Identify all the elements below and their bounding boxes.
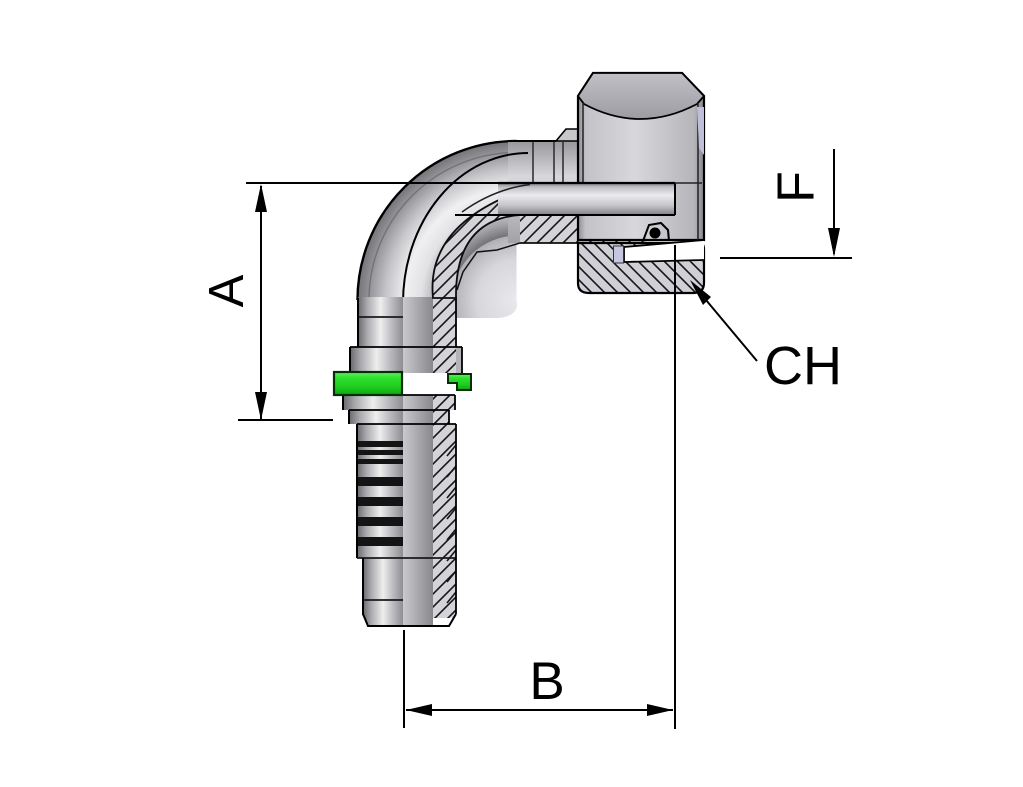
stem-shank <box>358 297 403 347</box>
step-lower-bore <box>403 410 433 424</box>
dim-a-arrow-down <box>255 392 267 420</box>
hub-step-lines <box>532 142 564 182</box>
stem-left-profile <box>342 298 364 615</box>
ch-leader-line <box>705 299 758 362</box>
step-upper-section <box>433 395 455 410</box>
hose-barb-stem <box>332 297 472 627</box>
barb-ridge <box>357 450 403 455</box>
protective-band-green <box>332 370 472 397</box>
pilot-tube-body <box>498 183 675 215</box>
dim-b-arrow-left <box>406 704 432 716</box>
barb-ridge <box>357 459 403 464</box>
collar-section <box>433 347 456 373</box>
dim-label-b: B <box>529 652 564 711</box>
dim-label-ch: CH <box>764 336 842 396</box>
barb-section-teeth <box>446 444 457 604</box>
barb-ridges <box>357 441 403 546</box>
dim-f-arrow-down <box>828 228 840 257</box>
dimension-b: B <box>403 245 676 729</box>
barb-bore <box>403 424 433 626</box>
dim-a-arrow-up <box>255 184 267 212</box>
label-ch-leader: CH <box>690 280 842 396</box>
elbow-outer-silhouette <box>356 139 517 301</box>
stem-right-profile <box>448 297 457 614</box>
step-upper-bore <box>403 395 433 410</box>
barb-ridge <box>357 497 403 506</box>
tail-bottom-edge <box>362 613 457 627</box>
nut-chamfer-facet <box>697 107 704 155</box>
elbow-bend-tube <box>357 141 519 302</box>
dim-b-arrow-right <box>647 704 673 716</box>
green-band <box>332 370 404 397</box>
ch-leader-arrow <box>690 280 711 305</box>
elbow-cut-edge <box>402 152 529 304</box>
step-upper <box>343 395 403 410</box>
elbow-hub-step <box>554 128 579 142</box>
dim-label-f: F <box>768 171 826 203</box>
bore-step-edge <box>456 242 521 291</box>
thread-relief-facet <box>613 245 624 264</box>
elbow-bore-pocket <box>452 236 517 318</box>
barb-section <box>433 424 456 618</box>
stem-shank-section <box>433 297 456 347</box>
collar-edges <box>350 346 463 373</box>
barb-ridge <box>357 537 403 546</box>
collar-bore <box>403 347 433 373</box>
collar <box>350 347 403 373</box>
pilot-tube <box>455 142 702 216</box>
dimension-f: F <box>720 149 852 259</box>
tail <box>363 558 403 626</box>
step-lower <box>349 410 403 424</box>
oring <box>649 227 661 239</box>
bend-fillet-edge <box>461 183 531 213</box>
collar-right <box>456 347 462 373</box>
nut-top-face <box>576 72 706 120</box>
green-band-section <box>447 373 472 391</box>
barb-ridge <box>357 441 403 447</box>
oring-seal <box>642 221 670 242</box>
stem-shank-bore <box>403 297 433 347</box>
barb-ridge <box>357 517 403 526</box>
tail-edges <box>357 557 456 601</box>
dimension-a: A <box>200 182 530 421</box>
elbow-tangent-edge <box>368 151 517 301</box>
dim-label-a: A <box>200 274 254 307</box>
barb-ridge <box>357 477 403 486</box>
step-lower-section <box>433 410 449 424</box>
oring-groove <box>642 221 670 242</box>
